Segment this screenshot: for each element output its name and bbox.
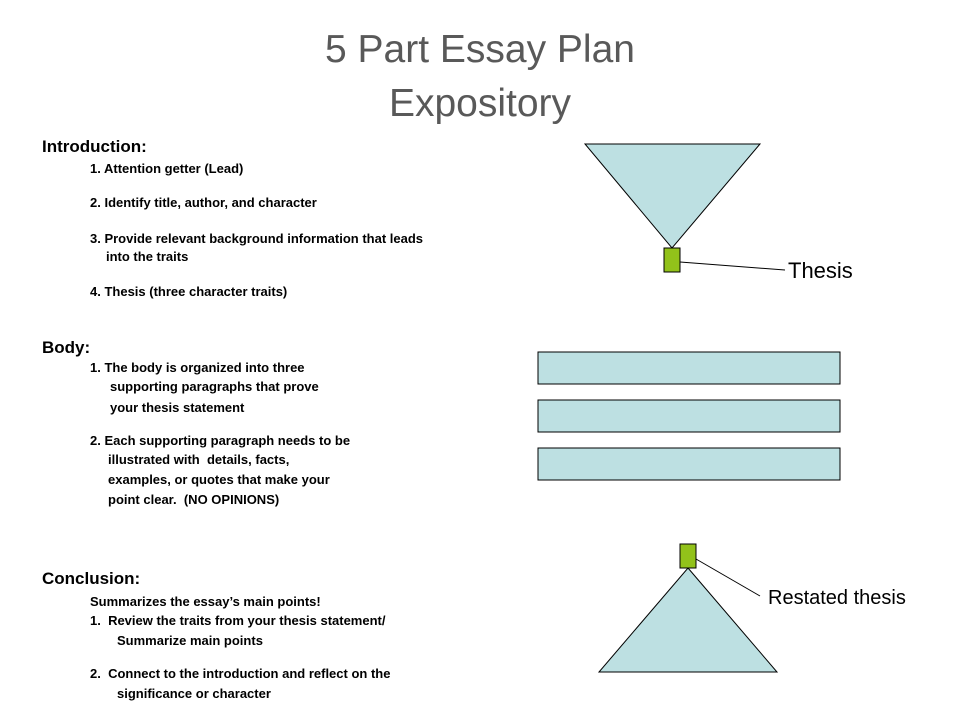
intro-item-3: 3. Provide relevant background informati… (90, 231, 424, 246)
intro-item-1: 1. Attention getter (Lead) (90, 161, 244, 176)
body-item-1-cont-a: supporting paragraphs that prove (110, 379, 319, 394)
body-paragraph-box-3 (537, 447, 841, 481)
body-item-2-cont-a: illustrated with details, facts, (108, 452, 290, 467)
conclusion-heading: Conclusion: (42, 569, 141, 588)
body-item-2-cont-c: point clear. (NO OPINIONS) (108, 492, 280, 507)
conclusion-item-2: 2. Connect to the introduction and refle… (90, 666, 391, 681)
thesis-label: Thesis (788, 258, 853, 283)
intro-item-4: 4. Thesis (three character traits) (90, 284, 288, 299)
body-heading: Body: (42, 338, 91, 357)
body-item-2-cont-b: examples, or quotes that make your (108, 472, 330, 487)
conclusion-item-2-cont: significance or character (117, 686, 271, 701)
title-line-1: 5 Part Essay Plan (325, 28, 635, 71)
body-item-2: 2. Each supporting paragraph needs to be (90, 433, 351, 448)
introduction-funnel (583, 143, 762, 249)
restated-thesis-pointer-line (695, 558, 761, 597)
intro-item-2: 2. Identify title, author, and character (90, 195, 317, 210)
conclusion-item-1: 1. Review the traits from your thesis st… (90, 613, 386, 628)
restated-thesis-label: Restated thesis (768, 587, 906, 609)
body-item-1: 1. The body is organized into three (90, 360, 305, 375)
body-paragraph-box-1 (537, 351, 841, 385)
conclusion-pyramid (597, 567, 779, 673)
restated-thesis-box (679, 543, 697, 569)
thesis-box (663, 247, 681, 273)
conclusion-item-1-cont: Summarize main points (117, 633, 263, 648)
thesis-pointer-line (679, 261, 786, 271)
body-paragraph-box-2 (537, 399, 841, 433)
body-item-1-cont-b: your thesis statement (110, 400, 245, 415)
introduction-heading: Introduction: (42, 137, 147, 156)
title-line-2: Expository (388, 82, 572, 125)
conclusion-summary: Summarizes the essay’s main points! (90, 594, 321, 609)
intro-item-3-cont: into the traits (106, 249, 189, 264)
